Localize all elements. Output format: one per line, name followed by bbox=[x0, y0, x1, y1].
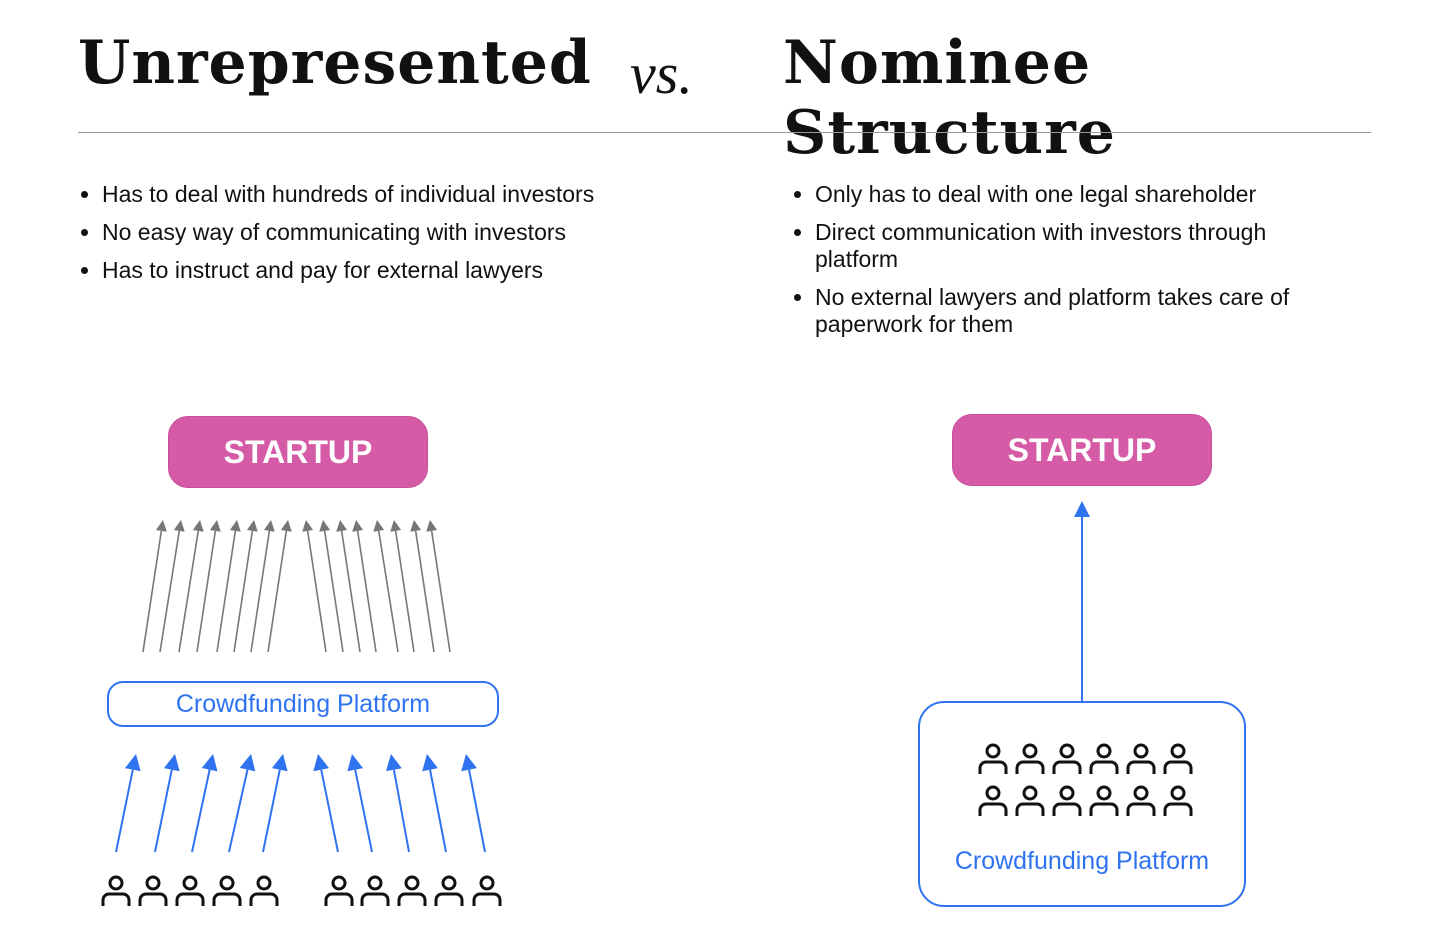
person-icon bbox=[1126, 785, 1156, 816]
blue-arrow bbox=[386, 754, 410, 853]
person-icon bbox=[1163, 743, 1193, 774]
person-icon bbox=[978, 785, 1008, 816]
person-icon bbox=[1052, 743, 1082, 774]
blue-arrow bbox=[313, 754, 339, 853]
blue-arrow bbox=[262, 754, 288, 853]
gray-arrow bbox=[410, 520, 435, 653]
person-icon bbox=[1015, 743, 1045, 774]
right-title: Nominee Structure bbox=[783, 28, 1116, 168]
gray-arrow bbox=[426, 520, 451, 653]
blue-arrow bbox=[461, 754, 486, 853]
right-platform-box: Crowdfunding Platform bbox=[918, 701, 1246, 907]
person-icon bbox=[1052, 785, 1082, 816]
divider bbox=[78, 132, 1371, 133]
person-icon bbox=[1015, 785, 1045, 816]
bullet: Has to instruct and pay for external law… bbox=[102, 257, 594, 284]
person-icon bbox=[1126, 743, 1156, 774]
bullet: No external lawyers and platform takes c… bbox=[815, 284, 1335, 338]
gray-arrow bbox=[142, 520, 167, 653]
left-platform-box: Crowdfunding Platform bbox=[107, 681, 499, 727]
person-icon bbox=[175, 875, 205, 906]
bullet: Direct communication with investors thro… bbox=[815, 219, 1335, 273]
blue-arrow bbox=[347, 754, 373, 853]
person-icon bbox=[360, 875, 390, 906]
gray-arrow bbox=[250, 520, 275, 653]
gray-arrow bbox=[373, 520, 399, 653]
bullet: Has to deal with hundreds of individual … bbox=[102, 181, 594, 208]
gray-arrow bbox=[302, 520, 327, 653]
gray-arrow bbox=[159, 520, 185, 653]
person-icon bbox=[1089, 785, 1119, 816]
person-icon bbox=[101, 875, 131, 906]
gray-arrow bbox=[233, 520, 258, 653]
gray-arrow bbox=[216, 520, 241, 653]
blue-arrow bbox=[115, 754, 141, 853]
left-startup-box: STARTUP bbox=[168, 416, 428, 488]
gray-arrow bbox=[352, 520, 377, 653]
right-bullets: Only has to deal with one legal sharehol… bbox=[785, 181, 1335, 349]
blue-arrow bbox=[154, 754, 180, 853]
blue-arrow bbox=[191, 754, 218, 853]
person-icon bbox=[397, 875, 427, 906]
person-icon bbox=[1163, 785, 1193, 816]
person-icon bbox=[1089, 743, 1119, 774]
gray-arrow bbox=[319, 520, 344, 653]
person-icon bbox=[434, 875, 464, 906]
blue-arrow bbox=[228, 754, 256, 853]
person-icon bbox=[212, 875, 242, 906]
left-title: Unrepresented bbox=[78, 28, 592, 98]
bullet: No easy way of communicating with invest… bbox=[102, 219, 594, 246]
blue-arrow bbox=[1074, 501, 1090, 701]
person-icon bbox=[138, 875, 168, 906]
person-icon bbox=[472, 875, 502, 906]
gray-arrow bbox=[178, 520, 204, 653]
person-icon bbox=[978, 743, 1008, 774]
gray-arrow bbox=[336, 520, 361, 653]
person-icon bbox=[324, 875, 354, 906]
gray-arrow bbox=[196, 520, 221, 653]
blue-arrow bbox=[422, 754, 447, 853]
gray-arrow bbox=[267, 520, 292, 653]
person-icon bbox=[249, 875, 279, 906]
right-startup-box: STARTUP bbox=[952, 414, 1212, 486]
bullet: Only has to deal with one legal sharehol… bbox=[815, 181, 1335, 208]
vs-label: vs. bbox=[630, 41, 693, 106]
gray-arrow bbox=[390, 520, 415, 653]
right-platform-label: Crowdfunding Platform bbox=[954, 847, 1210, 875]
left-bullets: Has to deal with hundreds of individual … bbox=[72, 181, 594, 295]
